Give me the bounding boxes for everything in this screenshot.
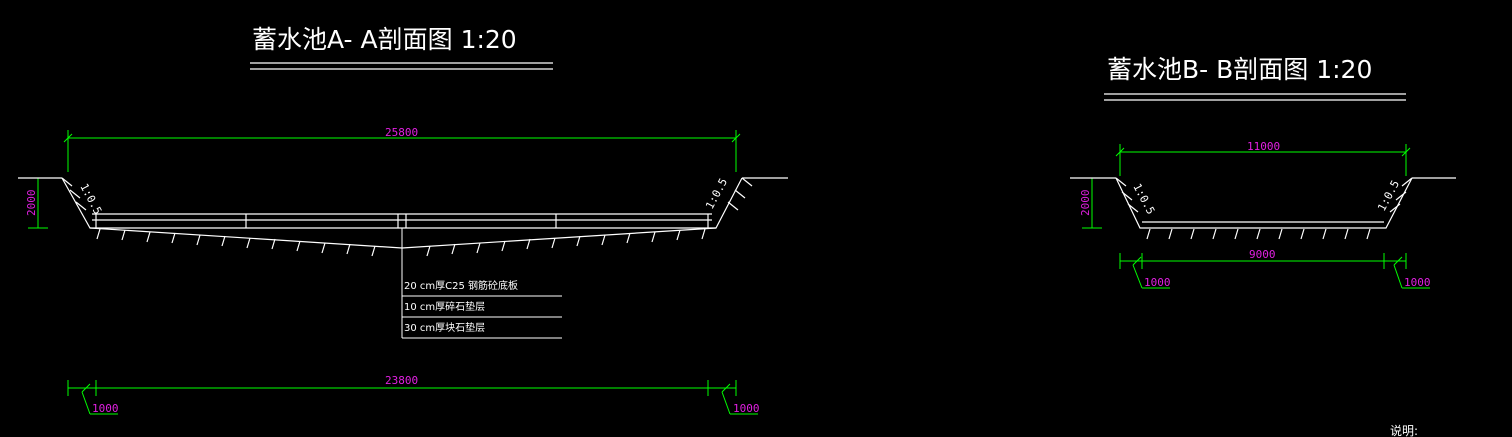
section-aa: 蓄水池A- A剖面图 1:20 25800 2000 <box>18 25 788 415</box>
section-aa-top-width: 25800 <box>385 126 418 139</box>
section-aa-top-dimension: 25800 <box>63 126 741 172</box>
section-bb: 蓄水池B- B剖面图 1:20 11000 2000 <box>1070 55 1456 289</box>
section-aa-bottom-width: 23800 <box>385 374 418 387</box>
section-bb-slope-left: 1:0.5 <box>1130 181 1157 216</box>
section-bb-slope-right: 1:0.5 <box>1375 178 1402 213</box>
section-bb-right-offset: 1000 <box>1404 276 1431 289</box>
section-bb-title: 蓄水池B- B剖面图 1:20 <box>1107 55 1372 84</box>
section-bb-pit-outline <box>1070 177 1456 240</box>
section-aa-bottom-dimension: 23800 1000 1000 <box>67 374 760 415</box>
section-bb-depth-dimension: 2000 <box>1079 177 1102 229</box>
section-bb-top-width: 11000 <box>1247 140 1280 153</box>
section-bb-top-dimension: 11000 <box>1115 140 1411 176</box>
section-aa-pit-outline <box>18 177 788 257</box>
section-bb-depth: 2000 <box>1079 190 1092 217</box>
section-aa-layer-table <box>401 228 562 339</box>
section-aa-depth-dimension: 2000 <box>25 177 48 229</box>
section-aa-title: 蓄水池A- A剖面图 1:20 <box>252 25 517 54</box>
section-aa-layer-3: 30 cm厚块石垫层 <box>404 321 485 334</box>
section-bb-bottom-dimension: 9000 1000 1000 <box>1119 248 1431 289</box>
section-aa-left-offset: 1000 <box>92 402 119 415</box>
section-aa-depth: 2000 <box>25 190 38 217</box>
section-aa-slope-left: 1:0.5 <box>77 181 104 216</box>
section-bb-bottom-width: 9000 <box>1249 248 1276 261</box>
section-aa-right-offset: 1000 <box>733 402 760 415</box>
notes-heading: 说明: <box>1390 423 1418 437</box>
section-bb-left-offset: 1000 <box>1144 276 1171 289</box>
section-aa-layer-1: 20 cm厚C25 钢筋砼底板 <box>404 279 518 292</box>
section-aa-slope-right: 1:0.5 <box>703 176 730 211</box>
section-aa-layer-2: 10 cm厚碎石垫层 <box>404 300 485 313</box>
